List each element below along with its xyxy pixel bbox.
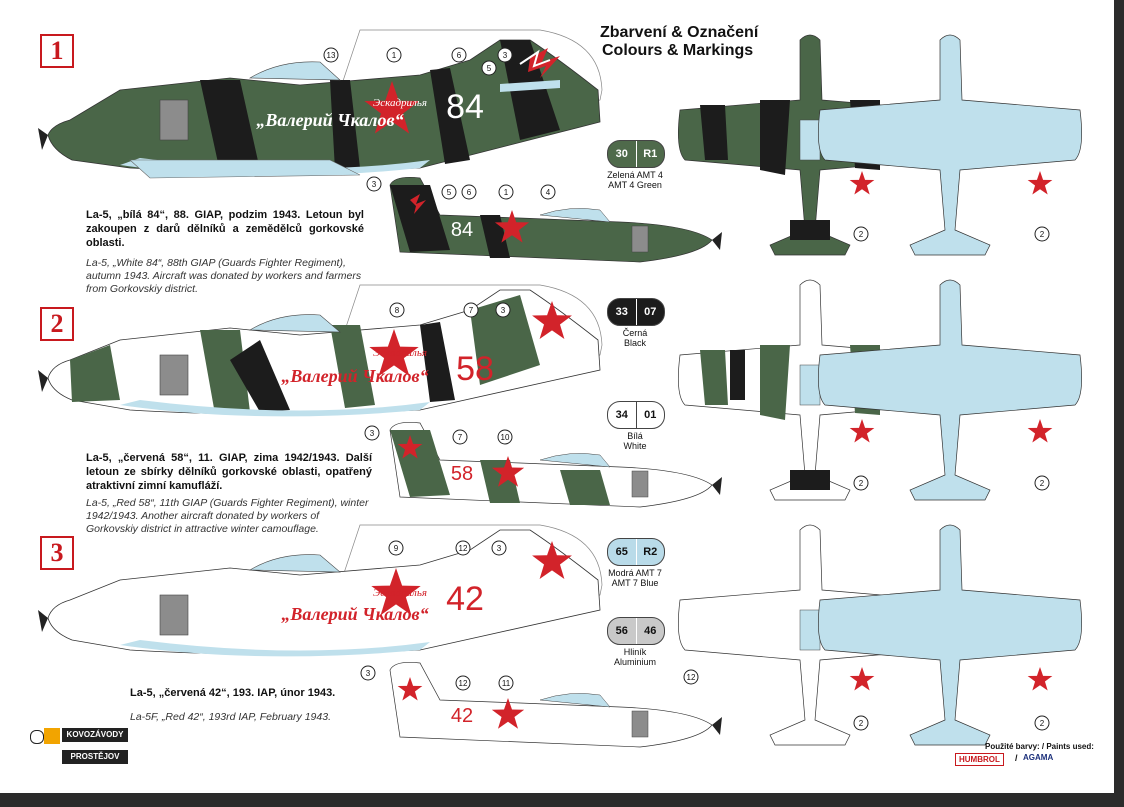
callout-5b: 5 bbox=[447, 188, 452, 197]
callout-2f: 2 bbox=[1040, 719, 1045, 728]
callout-1: 1 bbox=[392, 51, 397, 60]
a3-small-number: 42 bbox=[451, 705, 473, 727]
scheme-number-2: 2 bbox=[40, 307, 74, 341]
logo-mark-icon bbox=[30, 730, 44, 744]
aircraft-2-small-side bbox=[389, 421, 722, 508]
a1-inscription: „Валерий Чкалов“ bbox=[256, 110, 403, 130]
aircraft-2-side bbox=[38, 284, 603, 417]
a2-small-number: 58 bbox=[451, 463, 473, 485]
callout-4: 4 bbox=[546, 188, 551, 197]
color-white-cz: Bílá bbox=[627, 431, 643, 441]
callout-12b: 12 bbox=[459, 679, 468, 688]
agama-brand: AGAMA bbox=[1023, 753, 1054, 762]
color-black-en: Black bbox=[623, 338, 646, 348]
title-cz: Zbarvení & Označení bbox=[600, 24, 759, 41]
callout-2a: 2 bbox=[859, 230, 864, 239]
color-blue-cz: Modrá AMT 7 bbox=[608, 568, 662, 578]
color-blue-en: AMT 7 Blue bbox=[611, 578, 659, 588]
callout-3f: 3 bbox=[366, 669, 371, 678]
logo-text-bottom: PROSTĚJOV bbox=[62, 750, 128, 764]
callout-2b: 2 bbox=[1040, 230, 1045, 239]
callout-3b: 3 bbox=[372, 180, 377, 189]
a1-tail-number: 84 bbox=[446, 88, 484, 126]
scheme-3-desc-cz: La-5, „červená 42“, 193. IAP, únor 1943. bbox=[130, 687, 336, 699]
callout-6b: 6 bbox=[467, 188, 472, 197]
logo-text-top: KOVOZÁVODY bbox=[62, 728, 128, 742]
callout-7: 7 bbox=[469, 306, 474, 315]
color-aluminium-cz: Hliník bbox=[623, 647, 647, 657]
scheme-number-1: 1 bbox=[40, 34, 74, 68]
a2-tail-number: 58 bbox=[456, 350, 494, 388]
brand-separator: / bbox=[1015, 753, 1018, 763]
color-aluminium-en: Aluminium bbox=[613, 657, 656, 667]
humbrol-brand: HUMBROL bbox=[955, 753, 1004, 766]
callout-12c: 12 bbox=[687, 673, 696, 682]
callouts: 13 1 6 3 5 3 5 6 1 4 8 7 3 3 7 10 9 12 3… bbox=[323, 47, 1050, 731]
scheme-1-desc-cz: La-5, „bílá 84“, 88. GIAP, podzim 1943. … bbox=[86, 209, 364, 249]
a3-inscription-top: Эскадрилья bbox=[373, 587, 427, 599]
a1-inscription-top: Эскадрилья bbox=[373, 97, 427, 109]
callout-3: 3 bbox=[503, 51, 508, 60]
a2-inscription-top: Эскадрилья bbox=[373, 347, 427, 359]
callout-6: 6 bbox=[457, 51, 462, 60]
logo-k-icon bbox=[44, 728, 60, 744]
callout-10: 10 bbox=[501, 433, 510, 442]
a2-inscription: „Валерий Чкалов“ bbox=[281, 366, 428, 386]
aircraft-3-side bbox=[38, 524, 603, 657]
callout-2c: 2 bbox=[859, 479, 864, 488]
title-en: Colours & Markings bbox=[602, 42, 754, 59]
paints-used-label: Použité barvy: / Paints used: bbox=[985, 742, 1094, 751]
callout-5: 5 bbox=[487, 64, 492, 73]
callout-3c: 3 bbox=[501, 306, 506, 315]
color-green-cz: Zelená AMT 4 bbox=[607, 170, 663, 180]
scheme-2-desc-en: La-5, „Red 58“, 11th GIAP (Guards Fighte… bbox=[86, 497, 369, 535]
callout-12: 12 bbox=[459, 544, 468, 553]
scheme-3-desc-en: La-5F, „Red 42“, 193rd IAP, February 194… bbox=[130, 711, 331, 723]
kovozavody-logo: KOVOZÁVODY PROSTĚJOV bbox=[30, 728, 130, 773]
bottomview-2 bbox=[818, 279, 1082, 501]
callout-13: 13 bbox=[327, 51, 336, 60]
callout-3e: 3 bbox=[497, 544, 502, 553]
aircraft-1-side bbox=[38, 29, 603, 179]
bottomview-3 bbox=[818, 524, 1082, 746]
scheme-number-3: 3 bbox=[40, 536, 74, 570]
a3-tail-number: 42 bbox=[446, 580, 484, 618]
callout-1b: 1 bbox=[504, 188, 509, 197]
bottomview-1 bbox=[818, 34, 1082, 256]
color-green-en: AMT 4 Green bbox=[608, 180, 662, 190]
a1-small-number: 84 bbox=[451, 219, 473, 241]
callout-11: 11 bbox=[502, 679, 511, 688]
color-white-en: White bbox=[623, 441, 647, 451]
callout-2d: 2 bbox=[1040, 479, 1045, 488]
callout-3d: 3 bbox=[370, 429, 375, 438]
aircraft-3-small-side bbox=[389, 661, 722, 748]
callout-7b: 7 bbox=[458, 433, 463, 442]
a3-inscription: „Валерий Чкалов“ bbox=[281, 604, 428, 624]
callout-8: 8 bbox=[395, 306, 400, 315]
aircraft-1-small-side bbox=[389, 176, 722, 263]
callout-2e: 2 bbox=[859, 719, 864, 728]
scheme-1-desc-en: La-5, „White 84“, 88th GIAP (Guards Figh… bbox=[86, 257, 362, 295]
color-black-cz: Černá bbox=[622, 328, 648, 338]
callout-9: 9 bbox=[394, 544, 399, 553]
scheme-2-desc-cz: La-5, „červená 58“, 11. GIAP, zima 1942/… bbox=[86, 452, 372, 492]
